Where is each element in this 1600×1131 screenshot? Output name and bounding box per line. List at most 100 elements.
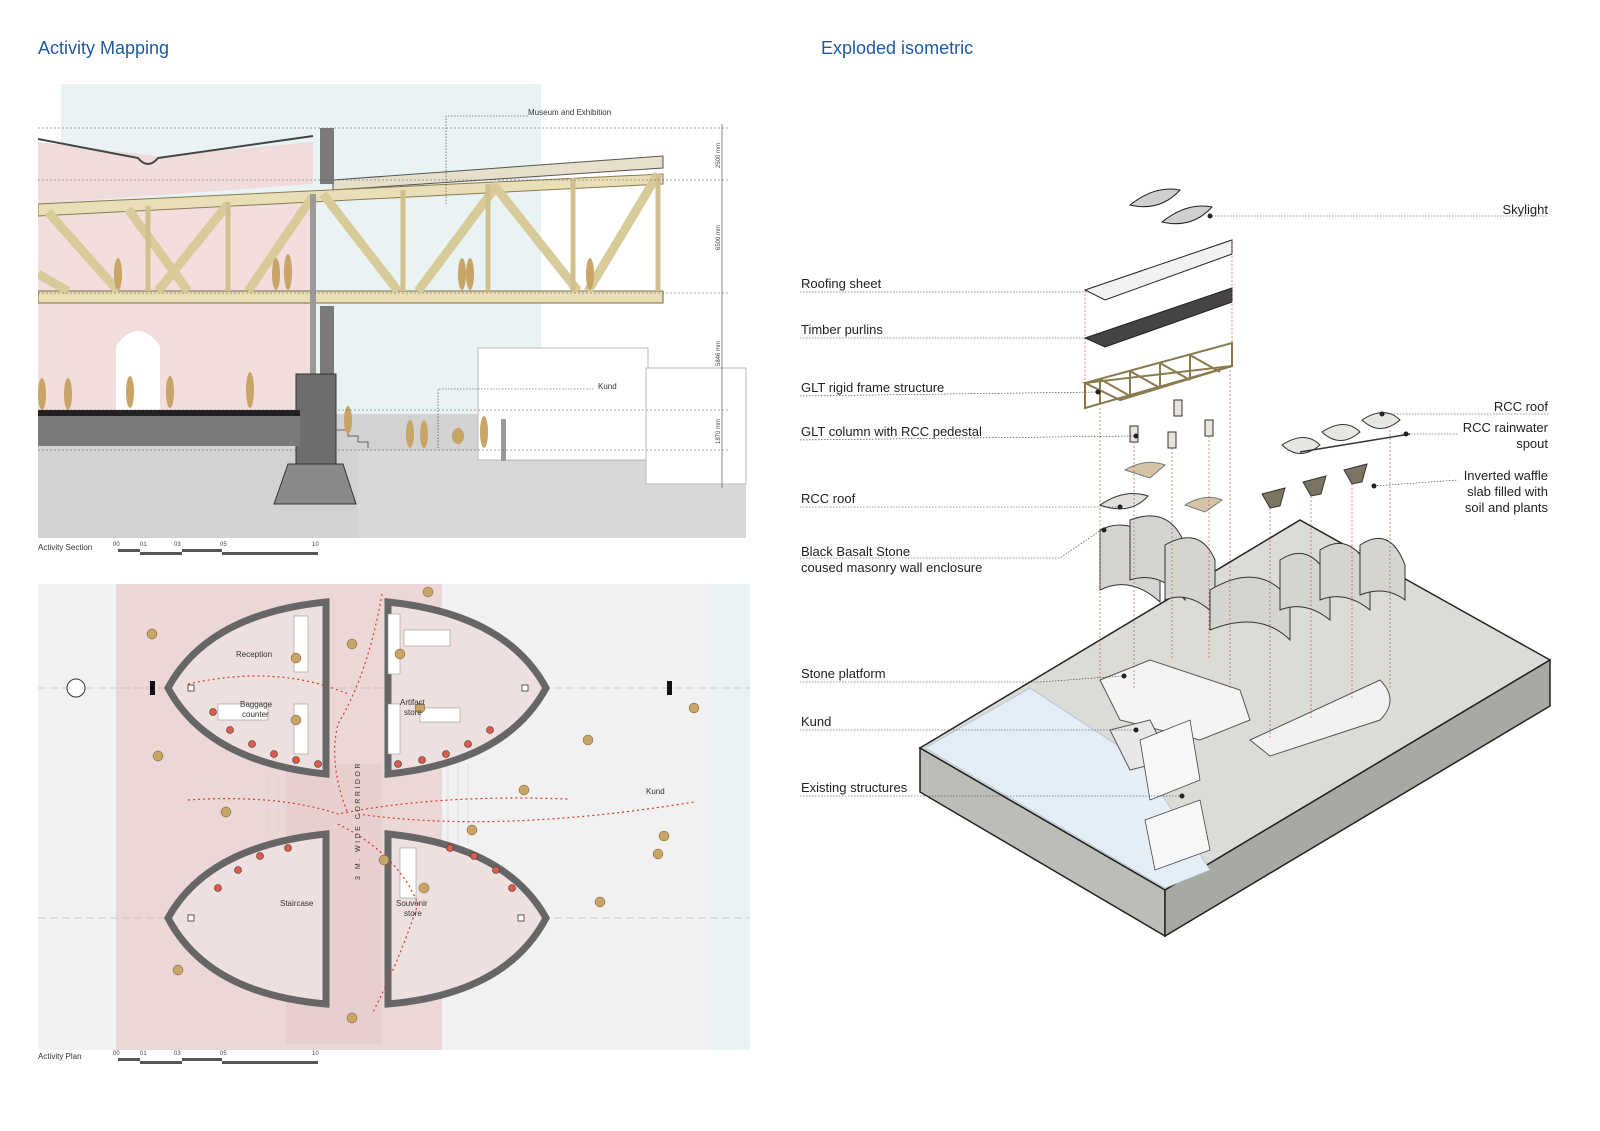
section-truss-top [38, 173, 664, 217]
label-waffle-line1: Inverted waffle [1464, 468, 1548, 483]
plan-caption: Activity Plan [38, 1052, 82, 1061]
room-souvenir-line2: store [404, 909, 422, 918]
label-spout-line1: RCC rainwater [1463, 420, 1549, 435]
section-plinth [38, 416, 300, 446]
plan-figures [146, 586, 700, 1024]
iso-curved-slab-1 [1123, 461, 1166, 479]
label-basalt-line2: coused masonry wall enclosure [801, 560, 982, 575]
section-scale-3: 05 [220, 542, 227, 548]
pavilion-nw [164, 598, 330, 778]
plan-scale-1: 01 [140, 1051, 147, 1057]
iso-kund-stair [1109, 719, 1171, 771]
label-glt-column: GLT column with RCC pedestal [801, 424, 982, 439]
label-rcc-roof-right: RCC roof [1494, 399, 1549, 414]
label-spout-line2: spout [1516, 436, 1548, 451]
iso-rcc-roof-right [1281, 412, 1401, 454]
iso-projection-lines [1084, 240, 1391, 740]
section-scale-bar: 00 01 03 05 10 [113, 542, 319, 555]
iso-leader-dots [1095, 213, 1409, 799]
section-truss-diagonals [38, 171, 662, 295]
iso-skylight-2 [1160, 205, 1213, 225]
activity-section-drawing: 2500 mm 6500 mm 5846 mm 1870 mm Museum a… [38, 84, 747, 538]
museum-leader [445, 115, 528, 204]
section-scale-1: 01 [140, 542, 147, 548]
section-scale-4: 10 [312, 542, 319, 548]
section-dim-2: 6500 mm [716, 225, 722, 250]
plan-scale-bar: 00 01 03 05 10 [113, 1051, 319, 1064]
section-caption: Activity Section [38, 543, 93, 552]
section-truss-verticals [145, 174, 661, 291]
activity-mapping-heading: Activity Mapping [38, 38, 170, 58]
plan-water [708, 584, 750, 1050]
room-baggage-line2: counter [242, 710, 269, 719]
iso-leader-lines [799, 215, 1548, 797]
section-rail [501, 419, 506, 461]
iso-rcc-roof-left [1098, 493, 1149, 510]
room-staircase: Staircase [280, 899, 314, 908]
section-stone-wall [320, 128, 334, 184]
section-scale-0: 00 [113, 542, 120, 548]
iso-base-front-left [919, 746, 1166, 938]
plan-markers [187, 684, 529, 922]
pavilion-walls [164, 598, 550, 1008]
section-dim-1: 2500 mm [716, 143, 722, 168]
north-arrow [66, 678, 86, 698]
section-first-floor [38, 410, 300, 416]
label-glt-frame: GLT rigid frame structure [801, 380, 944, 395]
label-waffle-line2: slab filled with [1467, 484, 1548, 499]
section-footing [273, 463, 357, 505]
plan-scale-3: 05 [220, 1051, 227, 1057]
section-pink-upper [38, 142, 313, 204]
plan-columns [209, 708, 516, 892]
kund-section-leader [437, 388, 593, 448]
iso-basalt-walls [1099, 515, 1406, 642]
room-baggage-line1: Baggage [240, 700, 273, 709]
activity-plan-drawing: Reception Baggage counter Artifact store… [38, 584, 750, 1050]
corridor-label: 3 M. WIDE CORRIDOR [355, 761, 362, 880]
iso-timber-purlins [1083, 287, 1233, 348]
iso-roofing-sheet [1083, 239, 1233, 301]
section-stone-pier [295, 373, 337, 465]
iso-existing-structures [1139, 719, 1211, 871]
plan-marker-right [667, 681, 672, 695]
room-kund: Kund [646, 787, 665, 796]
iso-base-front-right [1164, 658, 1551, 938]
label-basalt-line1: Black Basalt Stone [801, 544, 910, 559]
room-souvenir-line1: Souvenir [396, 899, 428, 908]
plan-scale-2: 03 [174, 1051, 181, 1057]
exploded-isometric-heading: Exploded isometric [821, 38, 974, 58]
kund-section-label: Kund [598, 382, 617, 391]
plan-scale-0: 00 [113, 1051, 120, 1057]
section-dim-4: 1870 mm [716, 419, 722, 444]
section-floor-beam [38, 290, 664, 304]
section-roof-left [38, 135, 314, 165]
section-pink-lower [38, 202, 313, 410]
plan-scale-4: 10 [312, 1051, 319, 1057]
iso-rainwater-spout [1299, 433, 1411, 453]
room-reception: Reception [236, 650, 272, 659]
section-arch-door [116, 331, 160, 410]
pavilion-se [384, 830, 550, 1008]
section-figures [38, 254, 594, 448]
label-rcc-roof-left: RCC roof [801, 491, 856, 506]
iso-water [924, 687, 1211, 889]
label-timber-purlins: Timber purlins [801, 322, 883, 337]
section-roof [332, 155, 664, 191]
label-waffle-line3: soil and plants [1465, 500, 1549, 515]
label-stone-platform: Stone platform [801, 666, 886, 681]
section-scale-2: 03 [174, 542, 181, 548]
iso-curved-slab-2 [1183, 496, 1224, 513]
pavilion-sw [164, 830, 330, 1008]
label-kund: Kund [801, 714, 831, 729]
iso-glt-frame [1081, 341, 1233, 410]
iso-base-top [918, 519, 1552, 891]
iso-platform [1099, 659, 1251, 741]
section-column [310, 194, 316, 424]
iso-waffle-slabs [1261, 463, 1368, 509]
iso-glt-columns [1129, 399, 1214, 449]
museum-label: Museum and Exhibition [528, 108, 611, 117]
iso-long-ramp [1249, 679, 1391, 757]
section-existing-structures [477, 347, 747, 485]
section-stone-wall-lower [320, 306, 334, 376]
section-dim-3: 5846 mm [716, 341, 722, 366]
